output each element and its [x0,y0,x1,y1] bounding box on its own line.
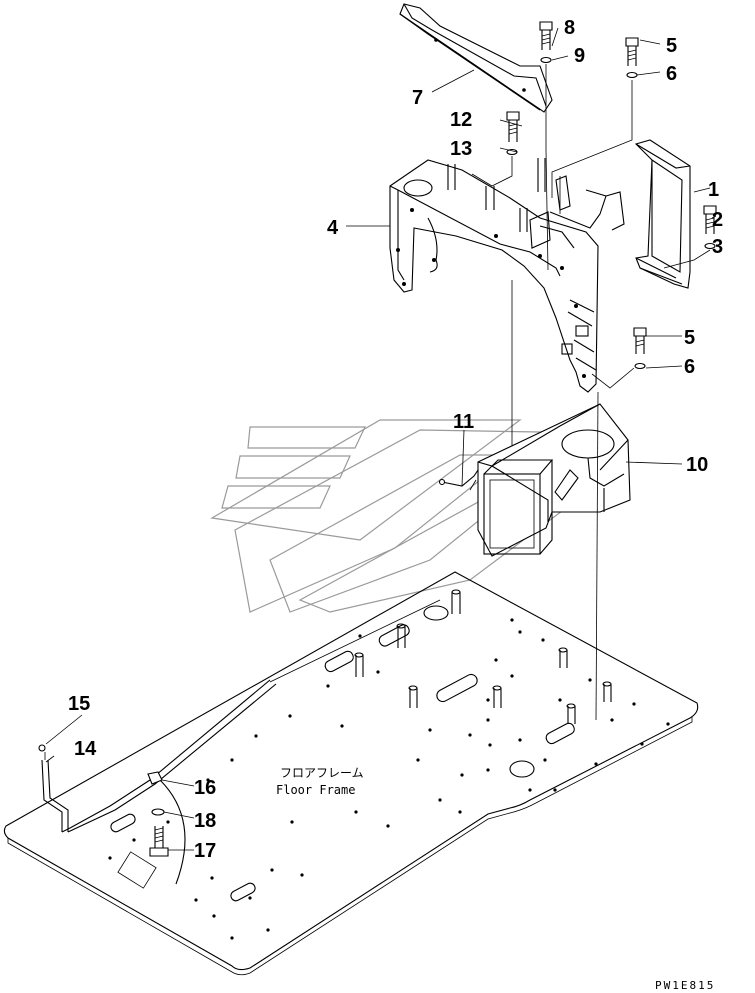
floor-frame-plate [3,571,699,976]
bolt-2 [703,205,717,234]
leader-lines [45,27,717,851]
callout-1: 1 [708,179,719,201]
callout-6: 6 [666,63,677,85]
callout-17: 17 [194,840,216,862]
washer-6b [634,362,646,370]
washer-3 [704,242,716,250]
washer-18 [151,808,165,816]
callout-9: 9 [574,45,585,67]
floor-frame-label-en: Floor Frame [276,783,355,797]
cable-14 [38,679,277,885]
callout-11: 11 [453,411,474,433]
callout-15: 15 [68,693,90,715]
callout-10: 10 [686,454,708,476]
callout-3: 3 [712,236,723,258]
washer-6 [626,71,638,79]
callout-16: 16 [194,777,216,799]
callout-18: 18 [194,810,216,832]
frame-10 [477,403,631,557]
clamp-16 [147,771,163,785]
cover-7 [399,3,553,113]
callout-7: 7 [412,87,423,109]
bolt-5b [633,327,647,354]
drawing-code: PW1E815 [655,979,715,992]
callout-14: 14 [74,738,97,760]
bracket-4 [389,158,625,393]
plate-1 [634,139,691,289]
callout-numbers: 1 2 3 4 5 6 7 8 9 10 11 12 13 14 15 16 1… [68,17,723,862]
bolt-8 [539,21,553,50]
washer-9 [540,56,552,64]
callout-4: 4 [327,217,339,239]
bolt-5 [625,37,639,66]
floor-frame-label-jp: フロアフレーム [280,766,364,780]
assembly-lines [269,64,711,721]
callout-12: 12 [450,109,472,131]
callout-13: 13 [450,138,472,160]
bolt-12 [506,111,520,142]
callout-2: 2 [712,209,723,231]
callout-5b: 5 [684,327,695,349]
callout-5: 5 [666,35,677,57]
lever-11 [438,469,479,487]
callout-6b: 6 [684,356,695,378]
callout-8: 8 [564,17,575,39]
bolt-17 [149,826,169,857]
